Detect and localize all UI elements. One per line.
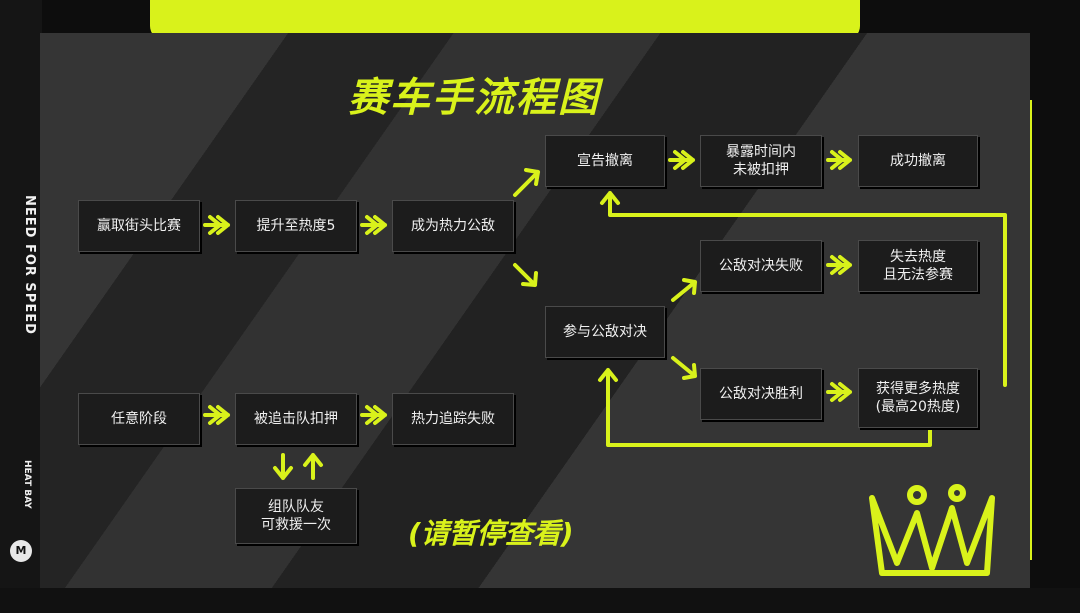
node-label: 成功撤离 bbox=[890, 153, 946, 169]
node-more-heat: 获得更多热度 (最高20热度) bbox=[858, 368, 978, 428]
node-busted: 被追击队扣押 bbox=[235, 393, 357, 445]
arrow-icon bbox=[513, 263, 538, 287]
node-escape: 成功撤离 bbox=[858, 135, 978, 187]
node-label: 提升至热度5 bbox=[256, 218, 336, 234]
node-any-stage: 任意阶段 bbox=[78, 393, 200, 445]
arrow-icon bbox=[203, 215, 230, 235]
arrow-icon bbox=[826, 255, 852, 275]
brand-logo: M bbox=[10, 540, 32, 562]
node-label: 热力追踪失败 bbox=[411, 411, 495, 427]
node-duel-lose: 公敌对决失败 bbox=[700, 240, 822, 292]
crown-icon bbox=[869, 484, 995, 576]
node-enemy: 成为热力公敌 bbox=[392, 200, 514, 252]
node-win-race: 赢取街头比赛 bbox=[78, 200, 200, 252]
pause-note: (请暂停查看) bbox=[408, 517, 574, 550]
node-label: 赢取街头比赛 bbox=[97, 218, 181, 234]
bottom-strip bbox=[0, 588, 1080, 613]
arrow-icon bbox=[668, 150, 695, 170]
brand-vertical-text: NEED FOR SPEED bbox=[22, 195, 37, 335]
node-duel: 参与公敌对决 bbox=[545, 306, 665, 358]
arrow-icon bbox=[360, 215, 387, 235]
node-teammate: 组队队友 可救援一次 bbox=[235, 488, 357, 544]
arrow-icon bbox=[826, 150, 852, 170]
arrow-icon bbox=[671, 356, 697, 380]
node-label: 暴露时间内 未被扣押 bbox=[726, 144, 796, 178]
chart-panel bbox=[40, 33, 1030, 588]
node-label: 宣告撤离 bbox=[577, 153, 633, 169]
node-lose-heat: 失去热度 且无法参赛 bbox=[858, 240, 978, 292]
node-label: 组队队友 可救援一次 bbox=[261, 499, 331, 533]
arrow-icon bbox=[203, 405, 230, 425]
arrow-icon bbox=[513, 168, 540, 197]
node-label: 被追击队扣押 bbox=[254, 411, 338, 427]
node-heat5: 提升至热度5 bbox=[235, 200, 357, 252]
node-label: 失去热度 且无法参赛 bbox=[883, 249, 953, 283]
arrow-icon bbox=[671, 278, 697, 302]
arrow-icon bbox=[360, 405, 387, 425]
node-label: 公敌对决失败 bbox=[719, 258, 803, 274]
node-label: 获得更多热度 (最高20热度) bbox=[875, 381, 961, 415]
node-lost-track: 热力追踪失败 bbox=[392, 393, 514, 445]
node-survive: 暴露时间内 未被扣押 bbox=[700, 135, 822, 187]
right-decoration bbox=[1030, 100, 1080, 560]
loop-line bbox=[598, 368, 932, 447]
arrow-icon bbox=[826, 382, 852, 402]
node-duel-win: 公敌对决胜利 bbox=[700, 368, 822, 420]
node-label: 成为热力公敌 bbox=[411, 218, 495, 234]
side-bar: NEED FOR SPEED HEAT BAY M bbox=[0, 0, 42, 613]
node-label: 任意阶段 bbox=[111, 411, 167, 427]
loop-line bbox=[600, 191, 1007, 387]
page-title: 赛车手流程图 bbox=[348, 75, 600, 121]
map-vertical-text: HEAT BAY bbox=[22, 460, 32, 509]
arrow-icon bbox=[303, 453, 323, 480]
node-label: 参与公敌对决 bbox=[563, 324, 647, 340]
node-label: 公敌对决胜利 bbox=[719, 386, 803, 402]
node-declare: 宣告撤离 bbox=[545, 135, 665, 187]
arrow-icon bbox=[273, 453, 293, 480]
